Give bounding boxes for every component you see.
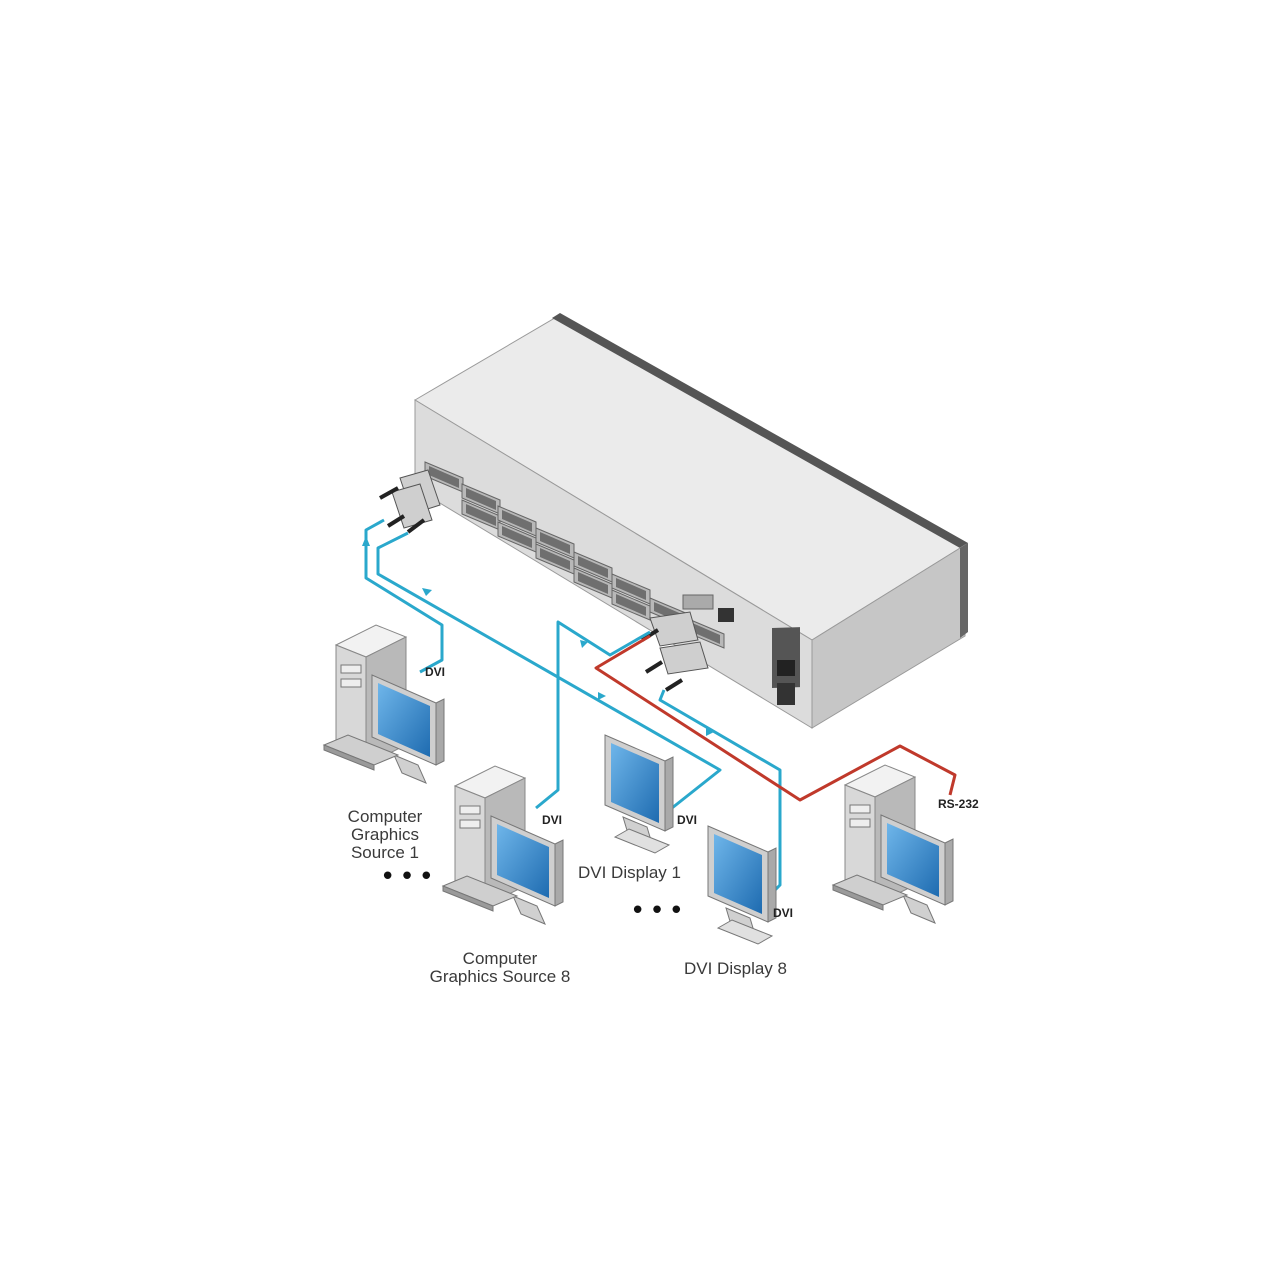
source8-label-line1: Computer <box>462 949 538 968</box>
computer-source-8 <box>442 765 564 925</box>
dvi-label-source1: DVI <box>425 665 446 679</box>
display1-label: DVI Display 1 <box>578 863 681 882</box>
source-ellipsis: ••• <box>380 862 439 892</box>
rs232-cable <box>594 634 957 802</box>
rear-ports <box>424 461 734 649</box>
dvi-plug-input-1 <box>379 469 441 534</box>
display-ellipsis: ••• <box>630 896 689 926</box>
dvi-label-display1: DVI <box>677 813 698 827</box>
cable-source1 <box>364 518 444 674</box>
matrix-switcher-chassis <box>414 313 968 729</box>
dvi-cables <box>364 518 782 897</box>
rs232-label: RS-232 <box>938 797 979 811</box>
cable-arrows <box>362 536 714 736</box>
dvi-plug-output-1 <box>640 611 709 692</box>
dvi-display-8 <box>707 825 777 945</box>
dvi-display-1 <box>604 734 674 854</box>
control-pc <box>832 764 954 924</box>
cable-source8 <box>535 620 651 810</box>
cable-display1 <box>376 531 722 810</box>
source1-label-line1: Computer <box>347 807 423 826</box>
cable-display8 <box>658 689 782 897</box>
source1-label-line3: Source 1 <box>350 843 420 862</box>
source8-label: Computer Graphics Source 8 <box>410 950 590 986</box>
source1-label-line2: Graphics <box>350 825 420 844</box>
computer-source-1 <box>323 624 445 784</box>
source8-label-line2: Graphics Source 8 <box>429 967 571 986</box>
source1-label: Computer Graphics Source 1 <box>330 808 440 862</box>
dvi-label-source8: DVI <box>542 813 563 827</box>
display8-label: DVI Display 8 <box>684 959 787 978</box>
dvi-label-display8: DVI <box>773 906 794 920</box>
